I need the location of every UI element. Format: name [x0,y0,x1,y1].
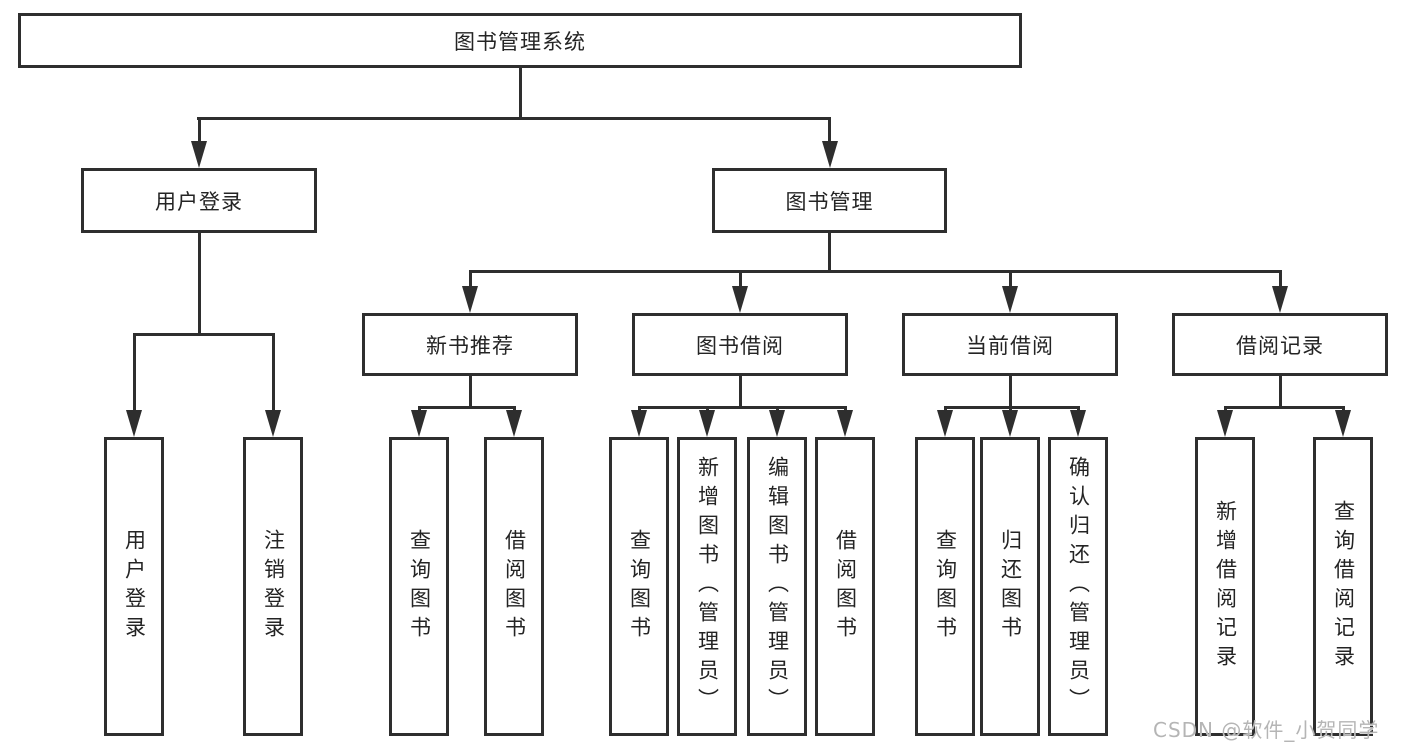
connector-vline [1008,376,1012,408]
arrowhead-down-icon [1070,410,1086,437]
arrowhead-down-icon [411,410,427,437]
arrowhead-down-icon [506,410,522,437]
node-new-book-recommendation: 新书推荐 [362,313,578,376]
arrowhead-down-icon [769,410,785,437]
leaf-nb-query-books: 查询图书 [389,437,449,736]
connector-vline [738,272,742,287]
connector-vline [943,406,947,412]
node-current-borrowing-label: 当前借阅 [966,333,1054,358]
connector-vline [197,233,201,335]
arrowhead-down-icon [126,410,142,437]
connector-vline [468,272,472,287]
connector-vline [271,335,275,412]
leaf-bb-add-books-admin-label: 新增图书（管理员） [695,456,720,717]
arrowhead-down-icon [1335,410,1351,437]
leaf-br-query-borrow-record-label: 查询借阅记录 [1331,499,1356,674]
node-book-management: 图书管理 [712,168,947,233]
connector-vline [417,406,421,412]
leaf-bb-borrow-books: 借阅图书 [815,437,875,736]
arrowhead-down-icon [837,410,853,437]
watermark-csdn: CSDN @软件_小贺同学 [1153,718,1380,742]
arrowhead-down-icon [1002,410,1018,437]
node-borrowing-records: 借阅记录 [1172,313,1388,376]
node-borrowing-records-label: 借阅记录 [1236,333,1324,358]
connector-hline [943,406,1080,409]
connector-vline [1008,406,1012,412]
connector-hline [132,333,275,336]
arrowhead-down-icon [1217,410,1233,437]
arrowhead-down-icon [1272,286,1288,313]
node-book-borrowing-label: 图书借阅 [696,333,784,358]
arrowhead-down-icon [631,410,647,437]
leaf-nb-query-books-label: 查询图书 [407,528,432,645]
leaf-user-login-label: 用户登录 [122,528,147,645]
connector-hline [637,406,847,409]
leaf-bb-edit-books-admin-label: 编辑图书（管理员） [765,456,790,717]
leaf-br-query-borrow-record: 查询借阅记录 [1313,437,1373,736]
arrowhead-down-icon [732,286,748,313]
connector-vline [518,68,522,119]
leaf-nb-borrow-books: 借阅图书 [484,437,544,736]
connector-vline [132,335,136,412]
connector-vline [828,233,831,272]
leaf-cb-query-books: 查询图书 [915,437,975,736]
node-new-book-recommendation-label: 新书推荐 [426,333,514,358]
connector-hline [197,117,831,120]
leaf-cb-confirm-return-admin-label: 确认归还（管理员） [1066,456,1091,717]
leaf-bb-borrow-books-label: 借阅图书 [833,528,858,645]
arrowhead-down-icon [937,410,953,437]
node-current-borrowing: 当前借阅 [902,313,1118,376]
leaf-bb-edit-books-admin: 编辑图书（管理员） [747,437,807,736]
leaf-bb-add-books-admin: 新增图书（管理员） [677,437,737,736]
arrowhead-down-icon [821,141,838,168]
connector-vline [197,119,201,142]
connector-vline [1076,406,1080,412]
connector-vline [828,119,831,142]
node-library-system-label: 图书管理系统 [454,29,586,54]
connector-vline [1341,406,1345,412]
leaf-cb-return-books-label: 归还图书 [998,528,1023,645]
connector-hline [468,270,1282,273]
connector-vline [843,406,847,412]
leaf-br-add-borrow-record: 新增借阅记录 [1195,437,1255,736]
connector-vline [1278,376,1282,408]
leaf-user-login: 用户登录 [104,437,164,736]
arrowhead-down-icon [265,410,281,437]
leaf-cb-return-books: 归还图书 [980,437,1040,736]
connector-vline [1223,406,1227,412]
leaf-cb-confirm-return-admin: 确认归还（管理员） [1048,437,1108,736]
connector-vline [512,406,516,412]
connector-vline [1278,272,1282,287]
connector-vline [738,376,742,408]
node-book-management-label: 图书管理 [785,189,874,214]
leaf-cb-query-books-label: 查询图书 [933,528,958,645]
connector-vline [775,406,779,412]
node-library-system: 图书管理系统 [18,13,1022,68]
leaf-logout-login-label: 注销登录 [261,528,286,645]
leaf-bb-query-books: 查询图书 [609,437,669,736]
arrowhead-down-icon [191,141,207,168]
leaf-br-add-borrow-record-label: 新增借阅记录 [1213,499,1238,674]
connector-vline [468,376,472,408]
node-book-borrowing: 图书借阅 [632,313,848,376]
connector-vline [637,406,641,412]
connector-hline [417,406,516,409]
connector-vline [705,406,709,412]
leaf-nb-borrow-books-label: 借阅图书 [502,528,527,645]
leaf-bb-query-books-label: 查询图书 [627,528,652,645]
connector-vline [1008,272,1012,287]
node-user-login: 用户登录 [81,168,317,233]
arrowhead-down-icon [1002,286,1018,313]
leaf-logout-login: 注销登录 [243,437,303,736]
arrowhead-down-icon [462,286,478,313]
arrowhead-down-icon [699,410,715,437]
node-user-login-label: 用户登录 [155,189,243,214]
connector-hline [1223,406,1345,409]
